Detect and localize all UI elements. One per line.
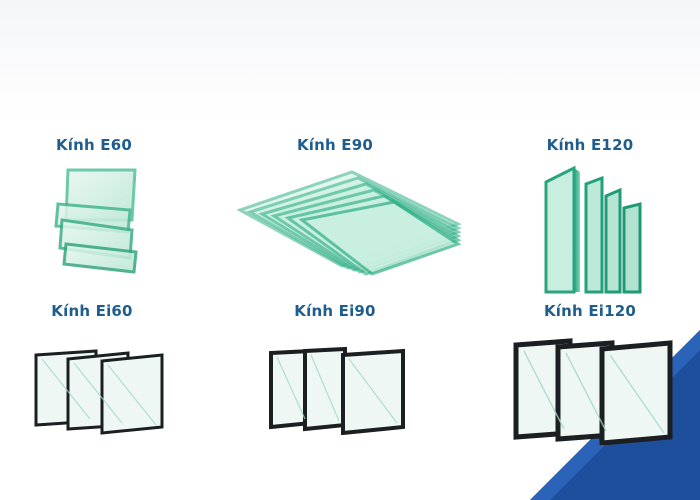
product-label-e120: Kính E120 — [546, 136, 634, 154]
product-label-ei120: Kính Ei120 — [543, 302, 637, 320]
glass-ei90-image — [269, 346, 405, 435]
product-label-ei90: Kính Ei90 — [294, 302, 376, 320]
glass-e60-image — [54, 168, 138, 274]
glass-e90-image — [236, 170, 462, 276]
product-label-e90: Kính E90 — [296, 136, 374, 154]
glass-ei120-image — [513, 338, 673, 445]
product-label-ei60: Kính Ei60 — [51, 302, 133, 320]
glass-ei60-image — [34, 349, 164, 435]
glass-e120-image — [544, 165, 642, 294]
top-background-haze — [0, 0, 700, 120]
product-label-e60: Kính E60 — [55, 136, 133, 154]
